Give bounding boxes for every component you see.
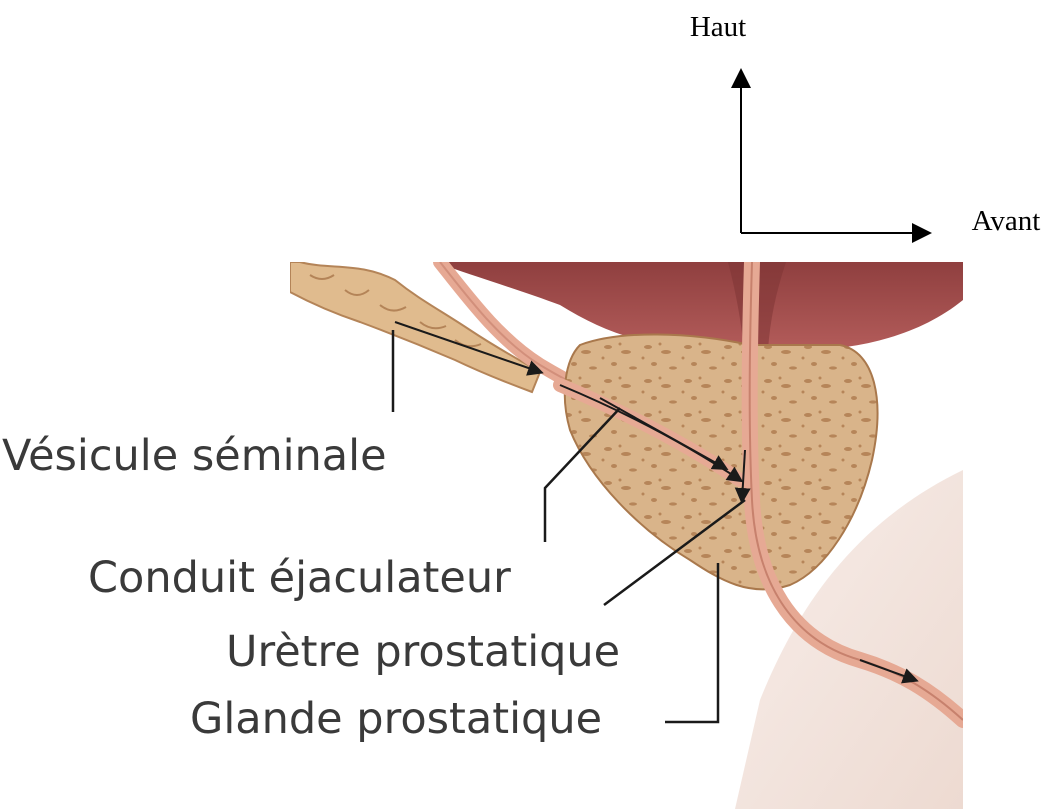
orientation-indicator: Haut Avant [690, 11, 1041, 237]
label-prostate-gland: Glande prostatique [190, 694, 602, 744]
up-label: Haut [690, 11, 746, 43]
leader-prostate-gland [665, 563, 718, 722]
anatomy-labels: Vésicule séminale Conduit éjaculateur Ur… [2, 431, 620, 744]
label-ejaculatory-duct: Conduit éjaculateur [88, 553, 511, 603]
forward-label: Avant [972, 205, 1041, 237]
label-seminal-vesicle: Vésicule séminale [2, 431, 387, 481]
label-prostatic-urethra: Urètre prostatique [226, 627, 620, 677]
